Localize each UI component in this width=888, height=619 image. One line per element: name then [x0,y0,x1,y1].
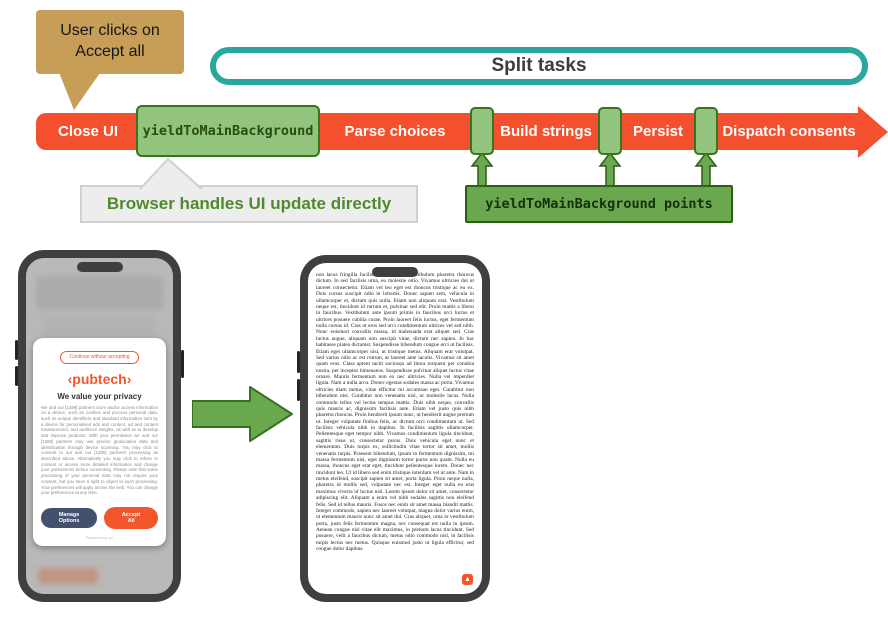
yield-point-arrow-1 [470,151,494,186]
task-parse-choices: Parse choices [344,123,446,140]
consent-dialog: Continue without accepting ‹pubtech› We … [33,338,166,546]
phone-volume-button [297,351,300,373]
yield-point-marker-2 [598,107,622,155]
browser-handles-callout-label: Browser handles UI update directly [106,194,392,213]
yield-point-arrows [470,151,718,186]
phone-volume-button [15,340,18,360]
phone-mockup-consent: Continue without accepting ‹pubtech› We … [15,250,184,602]
powered-by-label: Powered by ‹p› [85,534,114,540]
yield-point-arrow-2 [598,151,622,186]
continue-without-accepting-button[interactable]: Continue without accepting [60,351,139,364]
yield-point-marker-3 [694,107,718,155]
browser-handles-callout: Browser handles UI update directly [80,185,418,223]
yield-points-callout: yieldToMainBackground points [465,185,733,223]
manage-options-button[interactable]: Manage Options [41,507,98,528]
phone-volume-button [15,366,18,386]
task-dispatch-consents: Dispatch consents [722,123,856,140]
yield-point-marker-1 [470,107,494,155]
phone-notch [76,262,123,272]
split-tasks-pill: Split tasks [210,47,868,85]
scroll-top-button[interactable]: ▲ [462,574,473,585]
phone-volume-button [297,379,300,401]
task-persist: Persist [632,123,684,140]
task-close-ui: Close UI [57,123,118,140]
yield-points-callout-label: yieldToMainBackground points [485,196,713,212]
timeline-arrowhead [858,106,888,158]
pubtech-logo: ‹pubtech› [67,370,132,387]
article-body-text: non lacus fringilla facilisis at eget od… [316,272,474,553]
accept-all-button[interactable]: Accept All [104,506,158,529]
phone-notch [372,267,418,277]
blurred-content-block [42,316,157,336]
blurred-content-block [38,568,98,584]
consent-button-row: Manage Options Accept All [41,506,158,529]
phone-power-button [181,350,184,378]
user-action-callout: User clicks on Accept all [36,10,184,74]
split-tasks-label: Split tasks [491,55,587,76]
blurred-content-block [36,276,163,310]
consent-body-text: We and our [1389] partners store and/or … [41,404,158,496]
transition-arrow [192,386,293,442]
consent-screen: Continue without accepting ‹pubtech› We … [26,258,173,594]
browser-callout-tail [139,157,203,189]
consent-title: We value your privacy [57,391,142,401]
phone-mockup-content: non lacus fringilla facilisis at eget od… [297,255,490,602]
user-action-callout-tail [58,70,102,110]
yield-point-arrow-3 [694,151,718,186]
task-build-strings: Build strings [500,123,592,140]
yield-to-main-background-task: yieldToMainBackground [136,105,320,157]
article-screen: non lacus fringilla facilisis at eget od… [308,263,482,594]
